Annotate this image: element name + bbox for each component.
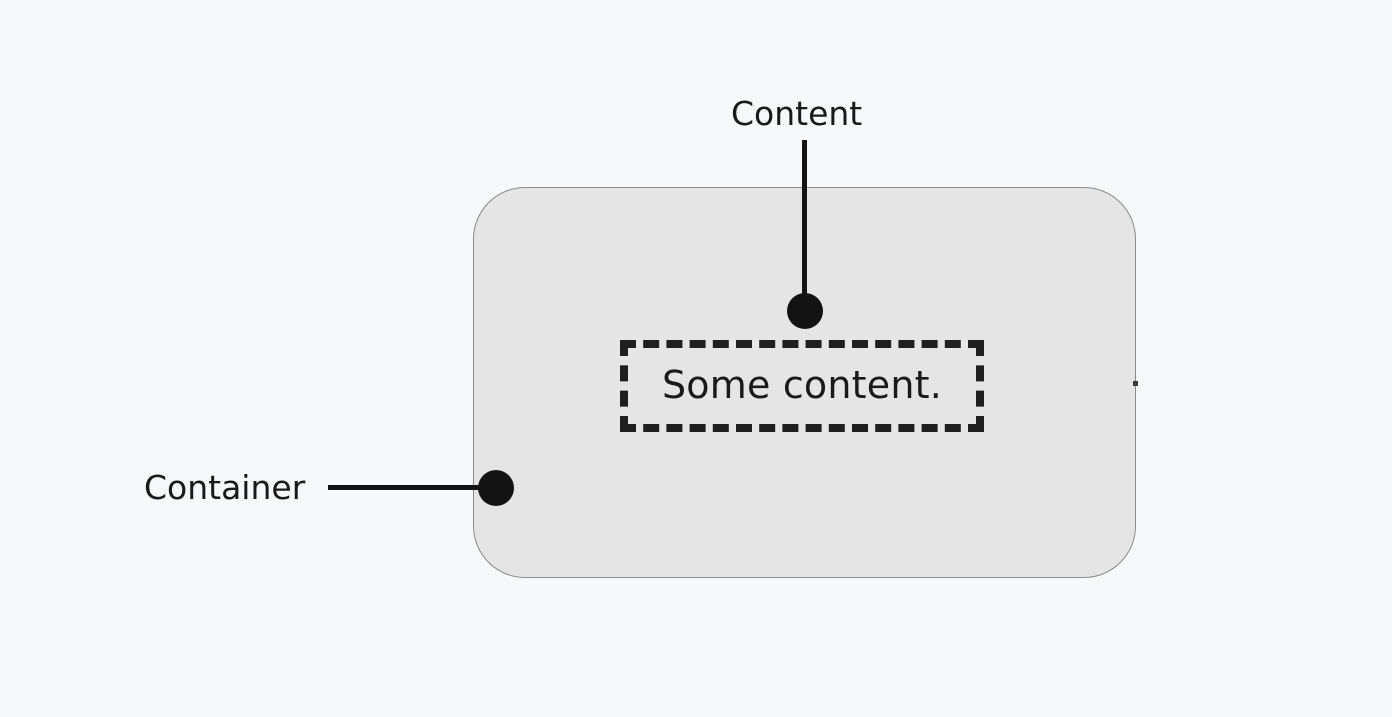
container-leader-line	[328, 485, 500, 490]
content-leader-line	[802, 140, 807, 312]
content-box-shape: Some content.	[620, 340, 984, 432]
container-callout-label: Container	[144, 468, 306, 507]
content-callout-label: Content	[731, 94, 863, 133]
content-box-text: Some content.	[661, 363, 942, 407]
content-anchor-dot	[787, 293, 823, 329]
container-edge-tick-mark	[1133, 381, 1138, 386]
container-anchor-dot	[478, 470, 514, 506]
